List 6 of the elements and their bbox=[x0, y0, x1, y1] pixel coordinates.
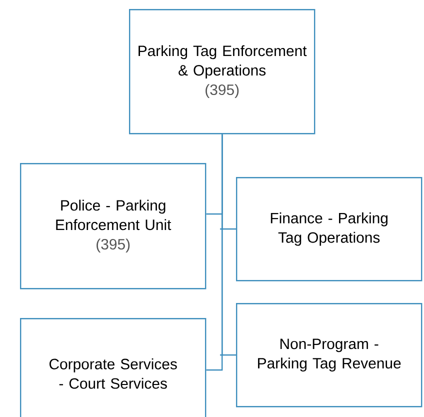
org-box: Corporate Services - Court Services bbox=[20, 318, 206, 417]
org-box: Parking Tag Enforcement & Operations (395) bbox=[129, 9, 316, 134]
org-box: Non-Program - Parking Tag Revenue bbox=[236, 303, 422, 408]
org-box: Finance - Parking Tag Operations bbox=[236, 177, 422, 282]
org-box: Police - Parking Enforcement Unit (395) bbox=[20, 163, 206, 290]
connector-line bbox=[219, 134, 236, 356]
